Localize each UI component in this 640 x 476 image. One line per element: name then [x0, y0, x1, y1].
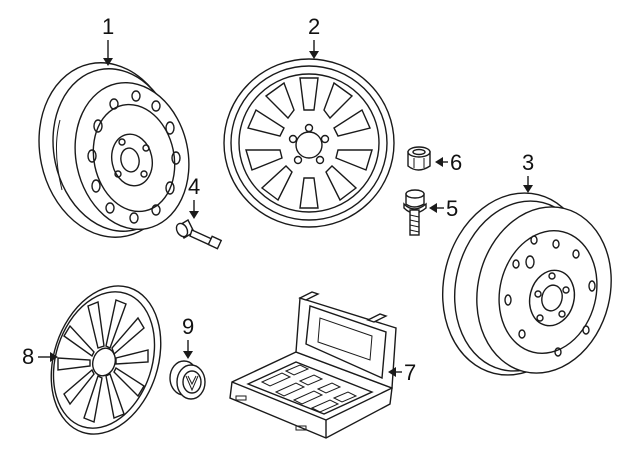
callout-1: 1 [102, 14, 115, 39]
callout-3: 3 [522, 150, 535, 175]
callout-9: 9 [182, 314, 195, 339]
callout-5: 5 [446, 196, 459, 221]
callout-8: 8 [22, 344, 35, 369]
wheel-cover [50, 285, 162, 435]
callout-6: 6 [450, 150, 463, 175]
callout-7: 7 [404, 360, 417, 385]
steel-wheel-front [38, 62, 190, 238]
lock-bolt-kit-case [229, 291, 397, 439]
valve-stem [175, 219, 223, 250]
steel-wheel-spare [441, 192, 612, 376]
alloy-wheel [223, 58, 395, 228]
center-cap [169, 360, 206, 400]
callout-4: 4 [188, 174, 201, 199]
callout-2: 2 [308, 14, 321, 39]
lock-bolt-cap [407, 146, 431, 171]
wheel-bolt [403, 189, 427, 236]
